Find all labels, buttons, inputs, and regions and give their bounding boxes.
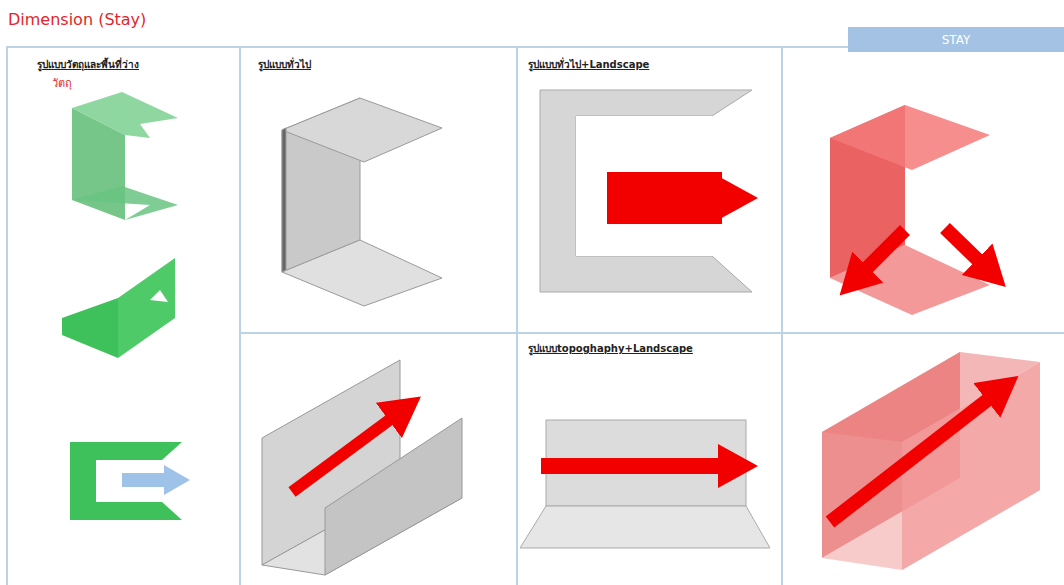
tab-box: STAY bbox=[848, 27, 1064, 52]
cell-heading: รูปแบบวัตถุและพื้นที่ว่าง bbox=[37, 57, 139, 72]
cell-heading: รูปแบบทั่วไป bbox=[258, 57, 311, 72]
gray-l-shape bbox=[520, 420, 770, 548]
red-box bbox=[830, 105, 990, 315]
object-label: วัตถุ bbox=[52, 74, 72, 92]
gray-box bbox=[282, 98, 442, 306]
green-object-2 bbox=[62, 258, 175, 358]
grid bbox=[7, 47, 1064, 585]
cell-heading: รูปแบบtopoghaphy+Landscape bbox=[528, 341, 693, 356]
tab-label: STAY bbox=[942, 33, 971, 47]
green-object-1 bbox=[72, 92, 178, 220]
cell-heading: รูปแบบทั่วไป+Landscape bbox=[528, 57, 649, 72]
green-object-3 bbox=[70, 442, 182, 520]
page-title: Dimension (Stay) bbox=[8, 10, 146, 29]
c-plan bbox=[540, 90, 752, 292]
red-trough bbox=[822, 352, 1040, 570]
gray-channel bbox=[262, 360, 462, 575]
